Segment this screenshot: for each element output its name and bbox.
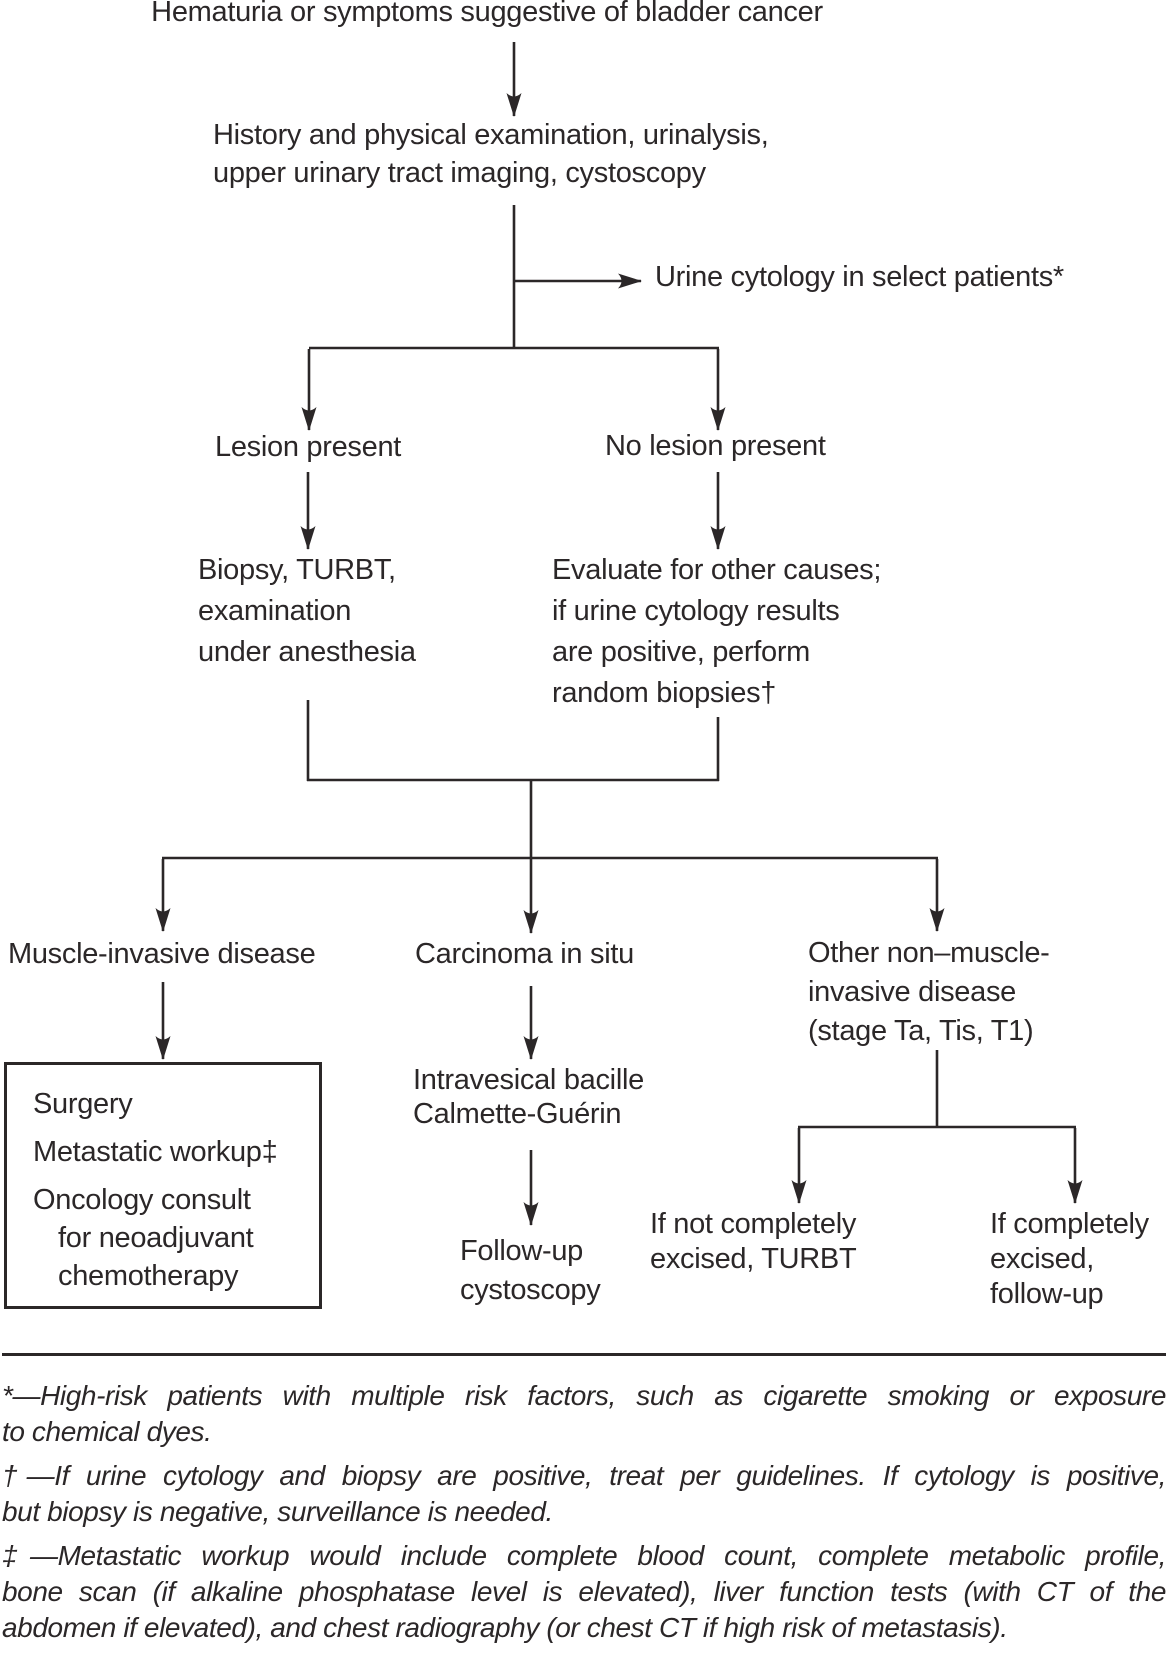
node-biopsy-line1: Biopsy, TURBT, — [198, 554, 396, 586]
node-evaluate-line2: if urine cytology results — [552, 595, 840, 627]
surgery-box-outline — [4, 1062, 322, 1309]
footnotes: *—High-risk patients with multiple risk … — [2, 1378, 1166, 1646]
node-lesion-present: Lesion present — [215, 431, 402, 463]
node-carcinoma-in-situ: Carcinoma in situ — [415, 938, 634, 970]
footnote-divider — [2, 1353, 1166, 1356]
surgery-box-item2: Metastatic workup‡ — [33, 1136, 278, 1168]
node-intravesical-line1: Intravesical bacille — [413, 1064, 644, 1096]
node-if-excised: If completely excised, follow-up — [990, 1207, 1149, 1312]
node-muscle-invasive: Muscle-invasive disease — [8, 938, 316, 970]
node-biopsy: Biopsy, TURBT, examination under anesthe… — [198, 550, 416, 673]
node-other-line3: (stage Ta, Tis, T1) — [808, 1015, 1034, 1047]
node-evaluate-line3: are positive, perform — [552, 636, 811, 668]
surgery-box-item3-line2: for neoadjuvant — [58, 1222, 254, 1254]
node-no-lesion-present: No lesion present — [605, 430, 826, 462]
node-urine-cytology: Urine cytology in select patients* — [655, 261, 1064, 293]
node-other-non-muscle: Other non–muscle- invasive disease (stag… — [808, 934, 1050, 1051]
node-surgery-box: Surgery Metastatic workup‡ Oncology cons… — [33, 1085, 278, 1295]
node-if-not-excised-line1: If not completely — [650, 1208, 857, 1240]
node-workup-line2: upper urinary tract imaging, cystoscopy — [213, 157, 706, 189]
surgery-box-item3-line3: chemotherapy — [58, 1260, 239, 1292]
node-followup-line2: cystoscopy — [460, 1274, 601, 1306]
footnote-double-dagger-line1: ‡—Metastatic workup would include comple… — [2, 1540, 1166, 1571]
node-title: Hematuria or symptoms suggestive of blad… — [151, 0, 823, 28]
node-evaluate-line1: Evaluate for other causes; — [552, 554, 882, 586]
surgery-box-item3: Oncology consult for neoadjuvant chemoth… — [33, 1181, 277, 1295]
node-intravesical: Intravesical bacille Calmette-Guérin — [413, 1063, 644, 1131]
node-other-line1: Other non–muscle- — [808, 937, 1050, 969]
node-followup-line1: Follow-up — [460, 1235, 584, 1267]
node-evaluate: Evaluate for other causes; if urine cyto… — [552, 550, 881, 714]
node-biopsy-line2: examination — [198, 595, 352, 627]
node-intravesical-line2: Calmette-Guérin — [413, 1098, 622, 1130]
footnote-dagger-line1: †—If urine cytology and biopsy are posit… — [2, 1460, 1166, 1491]
node-if-not-excised-line2: excised, TURBT — [650, 1243, 857, 1275]
footnote-double-dagger-line2: bone scan (if alkaline phosphatase level… — [2, 1576, 1166, 1607]
surgery-box-item3-line1: Oncology consult — [33, 1184, 251, 1216]
surgery-box-item1: Surgery — [33, 1088, 133, 1120]
node-followup-cystoscopy: Follow-up cystoscopy — [460, 1232, 601, 1310]
node-if-excised-line1: If completely — [990, 1208, 1149, 1240]
node-other-line2: invasive disease — [808, 976, 1016, 1008]
node-evaluate-line4: random biopsies† — [552, 677, 777, 709]
node-workup-line1: History and physical examination, urinal… — [213, 119, 769, 151]
footnote-double-dagger-line3: abdomen if elevated), and chest radiogra… — [2, 1612, 1008, 1643]
node-if-excised-line3: follow-up — [990, 1278, 1104, 1310]
node-if-not-excised: If not completely excised, TURBT — [650, 1207, 857, 1277]
footnote-dagger-line2: but biopsy is negative, surveillance is … — [2, 1496, 553, 1527]
node-workup: History and physical examination, urinal… — [213, 116, 769, 192]
node-if-excised-line2: excised, — [990, 1243, 1094, 1275]
node-biopsy-line3: under anesthesia — [198, 636, 416, 668]
footnote-asterisk-line1: *—High-risk patients with multiple risk … — [2, 1380, 1166, 1411]
footnote-asterisk-line2: to chemical dyes. — [2, 1416, 212, 1447]
